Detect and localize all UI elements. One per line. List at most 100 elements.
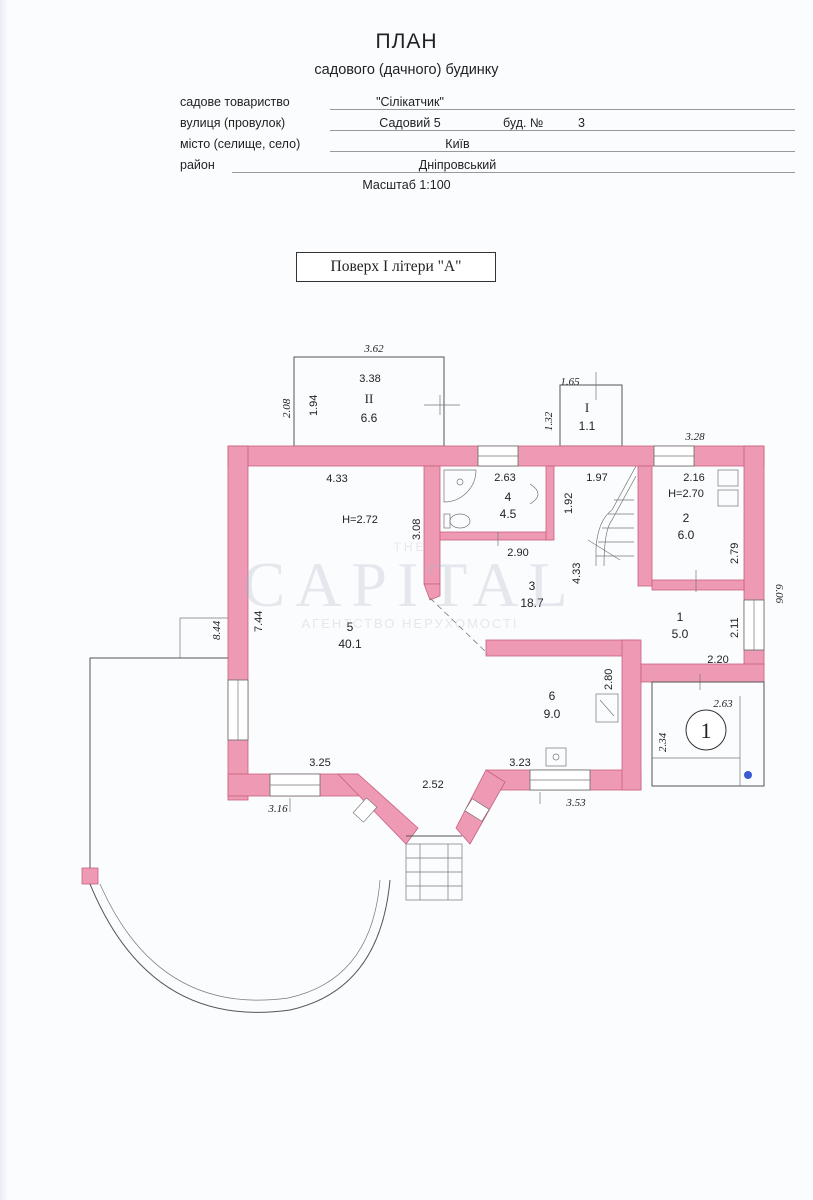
house-label: буд. №: [503, 116, 544, 130]
wall-room6-top: [485, 639, 639, 657]
dim-3-23: 3.23: [509, 757, 530, 769]
dim-3-08: 3.08: [411, 519, 423, 540]
kitchen-stove: [545, 747, 567, 767]
dim-1-97: 1.97: [586, 472, 607, 484]
boiler: [717, 489, 739, 507]
dim-2-34: 2.34: [657, 732, 669, 752]
dim-3-25: 3.25: [309, 757, 330, 769]
district-label: район: [180, 158, 215, 172]
toilet-bowl: [449, 513, 471, 529]
dim-2-08: 2.08: [281, 398, 293, 418]
room-ii-area: 6.6: [361, 411, 378, 425]
room-4-id: 4: [505, 490, 512, 504]
stair-outline: [595, 465, 637, 566]
dimension-labels: 3.62 3.38 2.08 1.94 1.65 1.32 3.28 4.33 …: [211, 343, 785, 815]
room-i-id: I: [585, 400, 589, 415]
street-value: Садовий 5: [379, 116, 441, 130]
house-value: 3: [578, 116, 585, 130]
room-1-id: 1: [677, 610, 684, 624]
sink: [529, 483, 539, 505]
room-6-id: 6: [549, 689, 556, 703]
room-i-area: 1.1: [579, 419, 596, 433]
shower-drain: [456, 478, 464, 486]
wall-left: [227, 445, 249, 801]
dim-2-16: 2.16: [683, 472, 704, 484]
wall-bath-left: [423, 465, 441, 585]
room2-fixtures: [695, 469, 739, 592]
wall-room6-right: [621, 639, 642, 791]
district-line: [232, 158, 795, 173]
room-5-area: 40.1: [338, 637, 362, 651]
room-2-id: 2: [683, 511, 690, 525]
room-3-area: 18.7: [520, 596, 544, 610]
stove: [717, 469, 739, 487]
dim-3-62: 3.62: [363, 343, 384, 355]
society-value: "Сілікатчик": [376, 95, 444, 109]
window-bay-left: [352, 797, 378, 823]
stair-landing: [587, 539, 621, 561]
dim-3-53: 3.53: [565, 797, 586, 809]
dim-8-44: 8.44: [211, 620, 223, 640]
room-6-area: 9.0: [544, 707, 561, 721]
wall-room2-bottom: [651, 579, 745, 591]
room-5-id: 5: [347, 620, 354, 634]
plan-scale: Масштаб 1:100: [362, 178, 451, 192]
dim-4-33-top: 4.33: [326, 473, 347, 485]
kitchen-fixtures: [545, 693, 619, 767]
dim-3-16: 3.16: [267, 803, 288, 815]
wall-bath-bottom: [439, 531, 553, 541]
blue-marker-dot: [744, 771, 752, 779]
plan-subtitle: садового (дачного) будинку: [314, 62, 499, 78]
society-label: садове товариство: [180, 95, 290, 109]
wall-bath-right: [545, 465, 555, 541]
dim-1-94: 1.94: [308, 395, 320, 416]
dim-2-80: 2.80: [603, 669, 615, 690]
porch-marker-label: 1: [701, 718, 712, 743]
staircase: [587, 465, 637, 567]
windows: [227, 445, 765, 823]
dim-2-90: 2.90: [507, 547, 528, 559]
dim-2-20: 2.20: [707, 654, 728, 666]
diagonal-partition: [429, 597, 489, 655]
bathroom-fixtures: [443, 469, 539, 546]
city-label: місто (селище, село): [180, 137, 301, 151]
dim-6-06: 6.06: [773, 584, 785, 604]
plan-title: ПЛАН: [375, 30, 438, 53]
shower-tray: [443, 469, 477, 503]
room-5-height: H=2.72: [342, 514, 378, 526]
room-1-area: 5.0: [672, 627, 689, 641]
window-bay-right: [464, 798, 490, 822]
city-line: [330, 137, 795, 152]
interior-walls: [423, 465, 765, 791]
street-label: вулиця (провулок): [180, 116, 286, 130]
wall-room2-left: [637, 465, 653, 587]
dim-1-65: 1.65: [560, 376, 580, 388]
room-ii-id: II: [365, 391, 374, 406]
toilet-tank: [443, 513, 451, 529]
society-line: [330, 95, 795, 110]
dim-3-38: 3.38: [359, 373, 380, 385]
wall-bath-corner: [423, 583, 441, 601]
street-line: [330, 116, 795, 131]
dim-2-11: 2.11: [729, 617, 741, 638]
stair-inner: [603, 475, 637, 567]
room-labels: II 6.6 I 1.1 1 5.0 H=2.70 2 6.0 3 18.7 4…: [338, 391, 704, 721]
terrace-arc-inner: [99, 879, 381, 1001]
dim-2-52: 2.52: [422, 779, 443, 791]
room-2-height: H=2.70: [668, 488, 704, 500]
floor-label: Поверх І літери "А": [296, 252, 496, 282]
dim-7-44: 7.44: [253, 611, 265, 632]
dim-2-63-bath: 2.63: [494, 472, 515, 484]
room-3-id: 3: [529, 579, 536, 593]
city-value: Київ: [445, 137, 470, 151]
porch-marker-circle: [685, 709, 727, 751]
wall-room1-bottom: [640, 663, 765, 683]
dim-1-92: 1.92: [563, 493, 575, 514]
wall-bay-left: [337, 773, 419, 845]
room-4-area: 4.5: [500, 507, 517, 521]
room-2-area: 6.0: [678, 528, 695, 542]
sheet-edge: [0, 0, 8, 1200]
porch: [651, 681, 765, 787]
kitchen-sink-mark: [599, 699, 615, 717]
